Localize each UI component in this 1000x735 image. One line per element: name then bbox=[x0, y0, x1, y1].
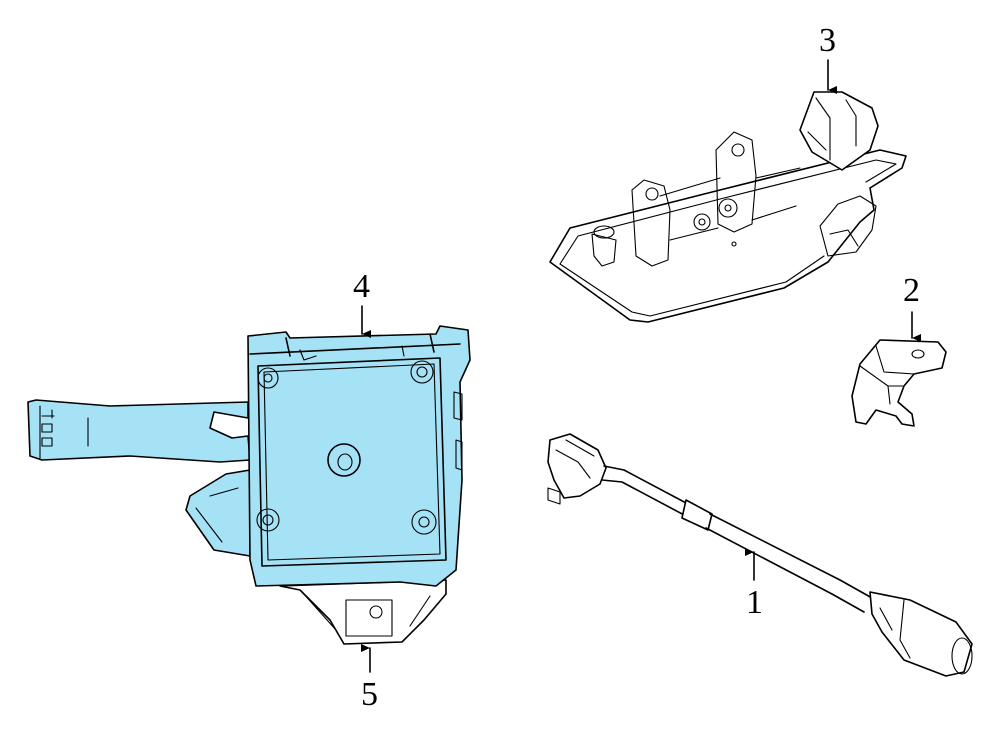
cable-connector-left bbox=[547, 433, 607, 499]
cable-sleeve bbox=[681, 499, 713, 531]
callout-label-1: 1 bbox=[746, 584, 763, 621]
bracket-shape bbox=[851, 339, 947, 427]
part-switch-module[interactable] bbox=[27, 325, 471, 645]
callout-label-4: 4 bbox=[353, 268, 370, 305]
callout-label-2: 2 bbox=[903, 272, 920, 309]
bottom-bracket bbox=[279, 579, 447, 645]
callout-label-3: 3 bbox=[819, 22, 836, 59]
part-bracket[interactable] bbox=[851, 339, 947, 427]
housing-base bbox=[549, 149, 907, 323]
callout-arrows bbox=[361, 59, 921, 673]
part-cable[interactable] bbox=[547, 433, 973, 677]
lower-left-tab bbox=[185, 469, 251, 557]
part-handle-housing[interactable] bbox=[549, 91, 907, 323]
lever-stalk bbox=[27, 399, 251, 463]
callout-label-5: 5 bbox=[361, 676, 378, 713]
cable-connector-right bbox=[869, 591, 973, 677]
housing-tower bbox=[799, 91, 879, 171]
